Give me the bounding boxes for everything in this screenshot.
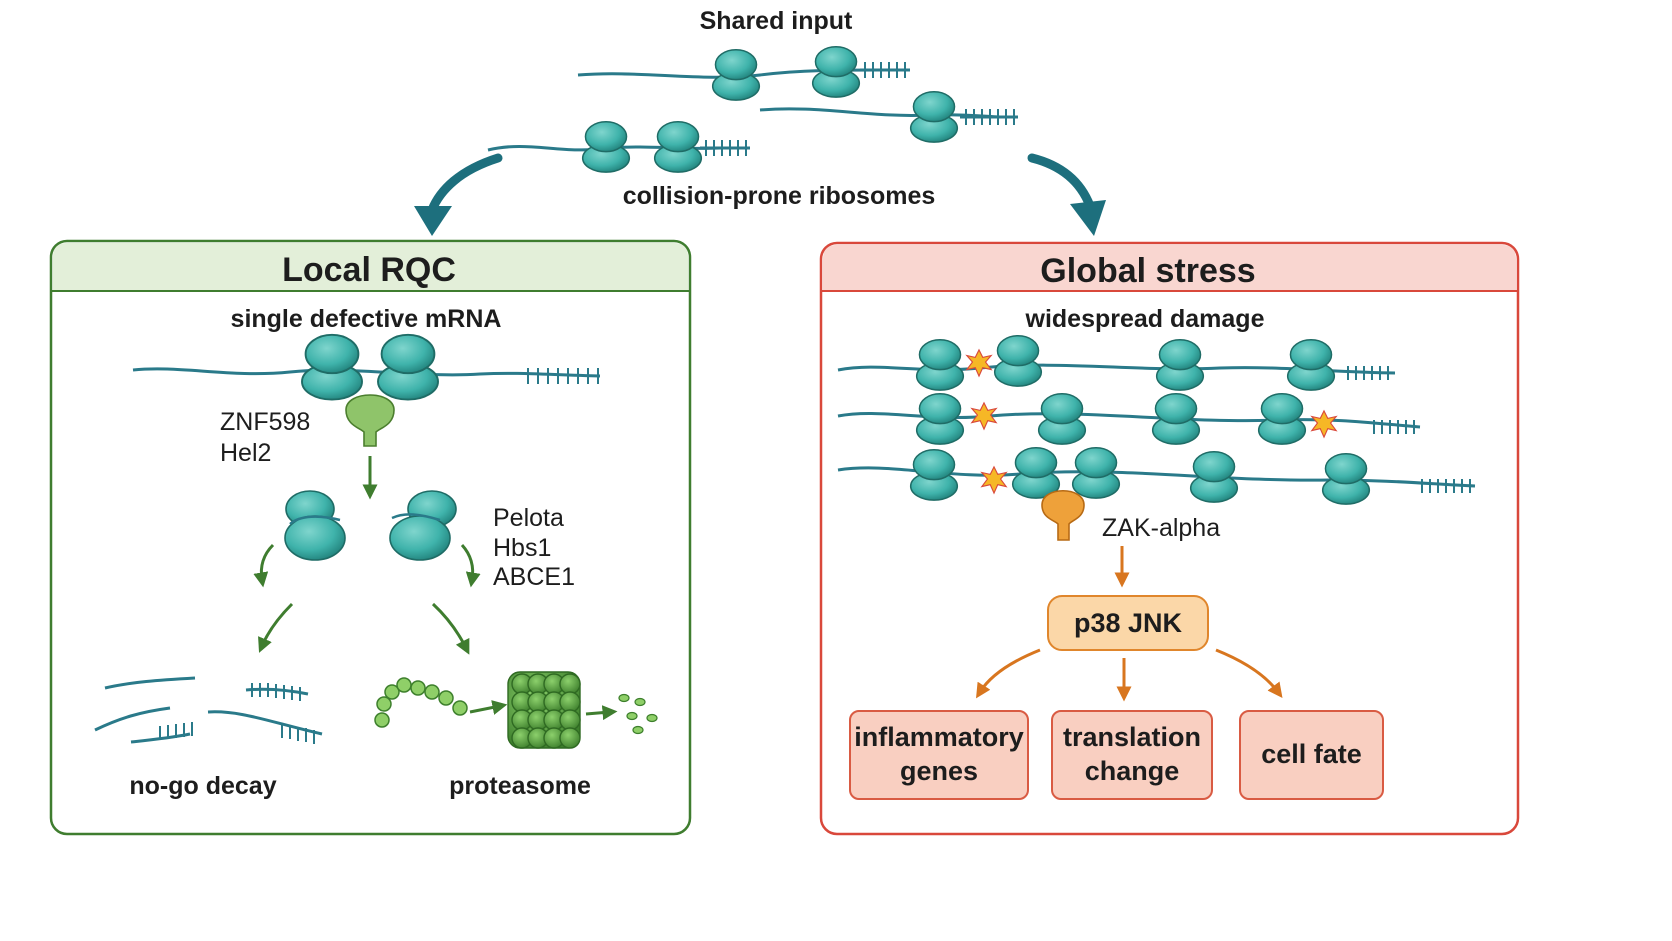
branch-arrows [414, 153, 1106, 236]
output-line: change [1084, 756, 1180, 786]
output-line: genes [899, 756, 979, 786]
znf598-sensor-icon [345, 394, 395, 447]
arrow-to-global [1027, 153, 1095, 211]
factor-label-pelota: Pelota [493, 504, 564, 532]
p38-jnk-box [1047, 595, 1209, 651]
factor-label-abce1: ABCE1 [493, 563, 575, 591]
shared-input-label: Shared input [699, 7, 853, 35]
split-subunits [284, 490, 457, 561]
sensor-label-znf598: ZNF598 [220, 408, 311, 436]
output-cell-fate: cell fate [1239, 710, 1384, 800]
poly-a-tail-icon [1347, 366, 1389, 380]
factor-label-hbs1: Hbs1 [493, 533, 552, 562]
output-line: cell fate [1261, 739, 1362, 770]
ribosome-icon [909, 90, 959, 143]
poly-a-tail-icon [1373, 420, 1415, 434]
peptide-fragments [618, 693, 658, 735]
global-subtitle: widespread damage [1025, 305, 1265, 333]
no-go-decay-label: no-go decay [129, 772, 277, 800]
shared-input-mrnas [487, 45, 1018, 173]
poly-a-tail-icon [527, 368, 599, 384]
output-translation-change: translation change [1051, 710, 1213, 800]
sensor-label-hel2: Hel2 [220, 439, 272, 468]
zak-alpha-label: ZAK-alpha [1102, 514, 1221, 542]
proteasome-label: proteasome [449, 772, 591, 800]
proteasome-icon [507, 671, 581, 749]
global-stress-panel [819, 241, 1520, 836]
zak-alpha-kinase-icon [1041, 490, 1085, 541]
output-inflammatory-genes: inflammatory genes [849, 710, 1029, 800]
poly-a-tail-icon [1421, 479, 1471, 493]
mrna-fragments [94, 676, 323, 744]
peptide-chain-icon [374, 677, 468, 728]
splitting-factor-labels: Pelota Hbs1 ABCE1 [493, 504, 575, 593]
local-subtitle: single defective mRNA [230, 305, 502, 333]
local-rqc-title: Local RQC [282, 251, 456, 289]
local-rqc-panel [49, 239, 692, 836]
arrow-to-local [427, 153, 503, 215]
global-stress-title: Global stress [1040, 252, 1256, 290]
p38-jnk-label: p38 JNK [1073, 608, 1183, 638]
sensor-labels: ZNF598 Hel2 [220, 407, 310, 470]
ribosomes-caption: collision-prone ribosomes [622, 182, 936, 210]
output-line: inflammatory [854, 722, 1024, 753]
mrna-strand-icon [837, 411, 1421, 429]
output-line: translation [1062, 722, 1202, 753]
